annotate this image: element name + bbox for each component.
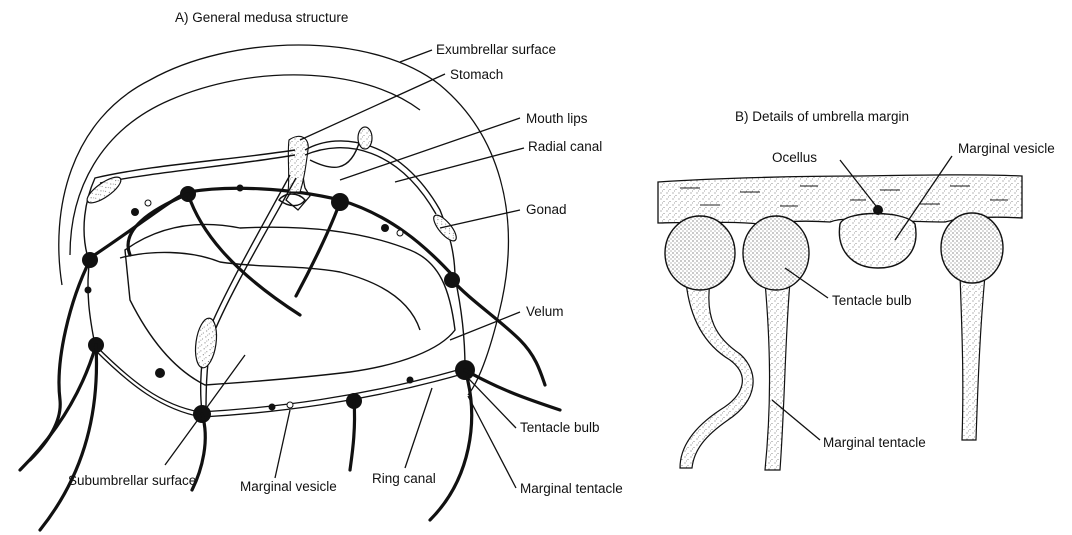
marginal-vesicle-dot [155,368,165,378]
gonad-right-top [358,127,372,149]
marginal-vesicle-dot [237,185,244,192]
label-radial-canal: Radial canal [528,139,602,154]
label-marginal-tentacle-b: Marginal tentacle [823,435,926,450]
radial-canal-front-left-2 [206,178,296,412]
ring-canal-front-2 [95,350,466,417]
label-tentacle-bulb: Tentacle bulb [520,420,600,435]
label-ring-canal: Ring canal [372,471,436,486]
label-subumbrellar-surface: Subumbrellar surface [68,473,196,488]
marginal-tentacle-2 [765,282,790,470]
marginal-vesicle [287,402,293,408]
marginal-vesicle-dot [131,208,139,216]
label-stomach: Stomach [450,67,503,82]
tentacle-bulb-b3 [941,213,1003,283]
tentacle-bulb-b1 [665,216,735,290]
label-gonad: Gonad [526,202,567,217]
radial-canal-back-left-2 [100,155,295,183]
marginal-vesicle-b [839,214,916,269]
label-tentacle-bulb-b: Tentacle bulb [832,293,912,308]
umbrella-margin-left [88,258,95,345]
label-marginal-vesicle: Marginal vesicle [240,479,337,494]
medusa-drawing [20,45,560,530]
mouth-lips-shape [279,194,305,206]
marginal-vesicle-dot [407,377,414,384]
tentacle [350,401,355,470]
tentacle [296,202,340,296]
radial-canal-front-left [201,175,290,412]
tentacle-bulb-b2 [743,216,809,290]
gonad-front [193,317,220,369]
label-velum: Velum [526,304,564,319]
ocellus [873,205,883,215]
tentacle [30,260,90,460]
marginal-vesicle [145,200,151,206]
gonad-right [430,212,460,244]
label-ocellus: Ocellus [772,150,817,165]
panel-b-title: B) Details of umbrella margin [735,109,909,124]
radial-canal-back-right-2 [305,148,436,214]
marginal-vesicle-dot [85,287,92,294]
marginal-vesicle-dot [381,224,389,232]
umbrella-margin-detail [658,175,1022,470]
subumbrella-cavity [120,252,420,330]
marginal-tentacle-1 [680,282,753,468]
label-exumbrellar-surface: Exumbrellar surface [436,42,556,57]
tentacle [128,194,188,255]
tentacle [430,370,472,520]
marginal-vesicle [397,230,403,236]
marginal-vesicle-dot [269,404,276,411]
stomach-shape [288,136,308,192]
tentacle [188,194,300,315]
marginal-tentacle-3 [960,275,985,440]
label-marginal-tentacle: Marginal tentacle [520,481,623,496]
label-marginal-vesicle-b: Marginal vesicle [958,141,1055,156]
label-mouth-lips: Mouth lips [526,111,588,126]
panel-a-title: A) General medusa structure [175,10,348,25]
